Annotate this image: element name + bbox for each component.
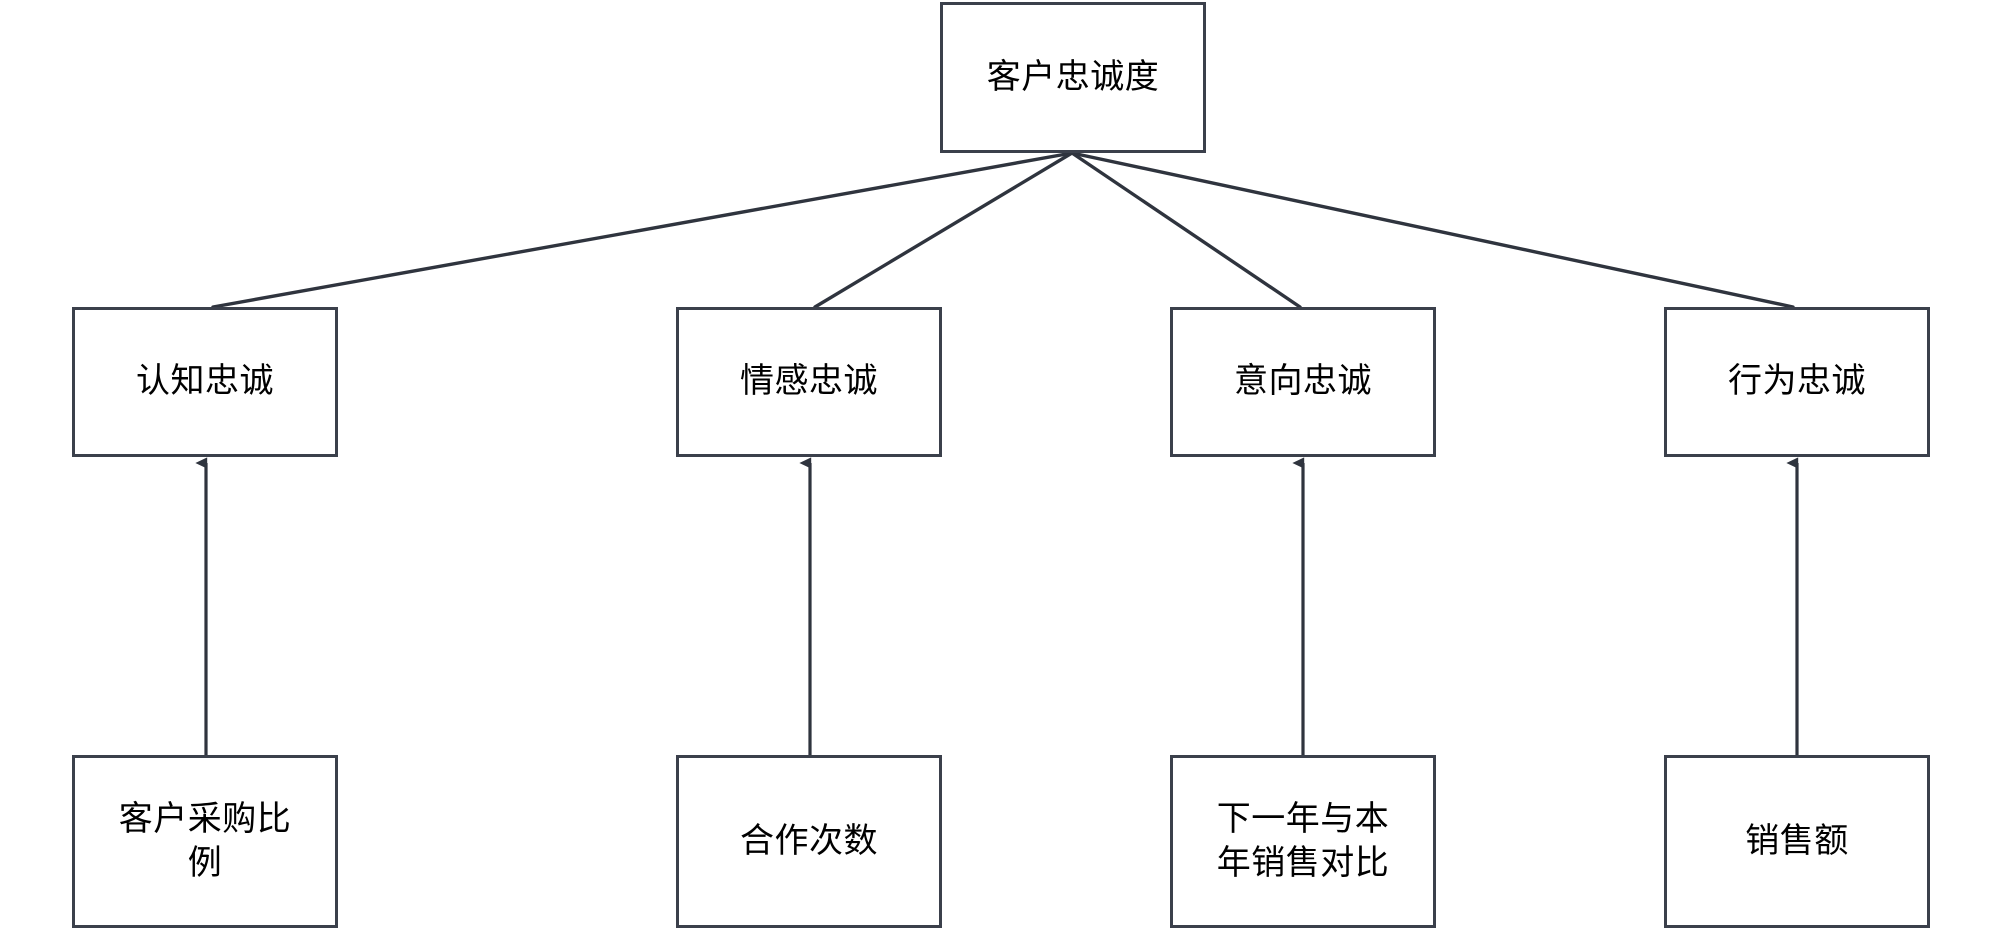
edge-root-to-dim-3 bbox=[1070, 151, 1795, 309]
node-customer-purchase-ratio[interactable]: 客户采购比 例 bbox=[72, 755, 338, 928]
edge-root-to-dim-0 bbox=[211, 151, 1074, 309]
node-label: 客户忠诚度 bbox=[986, 57, 1160, 96]
node-label: 情感忠诚 bbox=[740, 362, 878, 401]
node-behavioral-loyalty[interactable]: 行为忠诚 bbox=[1664, 307, 1930, 457]
edge-root-to-dim-2 bbox=[1070, 151, 1302, 309]
node-cooperation-count[interactable]: 合作次数 bbox=[676, 755, 942, 928]
node-label: 销售额 bbox=[1745, 821, 1849, 860]
node-label: 认知忠诚 bbox=[136, 362, 274, 401]
node-customer-loyalty[interactable]: 客户忠诚度 bbox=[940, 2, 1206, 153]
edge-group-root-to-dimensions bbox=[211, 151, 1795, 309]
node-label: 合作次数 bbox=[740, 821, 878, 860]
node-sales-amount[interactable]: 销售额 bbox=[1664, 755, 1930, 928]
node-affective-loyalty[interactable]: 情感忠诚 bbox=[676, 307, 942, 457]
node-year-over-year-sales-comparison[interactable]: 下一年与本 年销售对比 bbox=[1170, 755, 1436, 928]
node-label: 意向忠诚 bbox=[1234, 362, 1372, 401]
node-label: 客户采购比 例 bbox=[118, 799, 292, 882]
edge-root-to-dim-1 bbox=[813, 151, 1074, 309]
edge-group-metrics-to-dimensions bbox=[195, 457, 1799, 755]
node-conative-loyalty[interactable]: 意向忠诚 bbox=[1170, 307, 1436, 457]
node-label: 行为忠诚 bbox=[1728, 362, 1866, 401]
node-cognitive-loyalty[interactable]: 认知忠诚 bbox=[72, 307, 338, 457]
node-label: 下一年与本 年销售对比 bbox=[1216, 799, 1390, 882]
